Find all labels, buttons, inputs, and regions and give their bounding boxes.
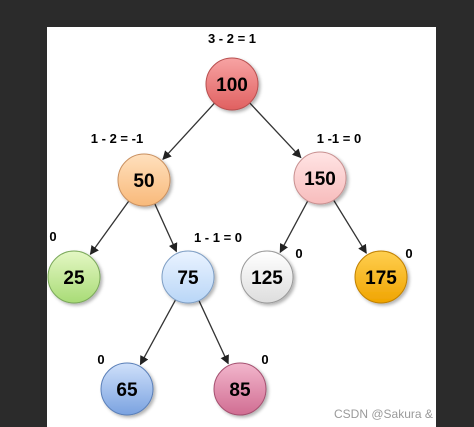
diagram-canvas: 100 50 150 25 75 125 175 65 85 3 - 2 = 1 1 - 2 = … bbox=[47, 27, 436, 427]
node-value: 100 bbox=[216, 75, 248, 96]
node-circle bbox=[47, 250, 101, 304]
node-circle bbox=[240, 250, 294, 304]
edge-n100-to-n50 bbox=[162, 102, 215, 161]
watermark-text: CSDN @Sakura & NANA bbox=[334, 407, 436, 421]
edge-n75-to-n65 bbox=[139, 299, 177, 366]
tree-node-100: 100 bbox=[205, 57, 259, 111]
node-value: 75 bbox=[177, 268, 199, 289]
node-value: 125 bbox=[251, 268, 283, 289]
node-circle bbox=[161, 250, 215, 304]
node-circle bbox=[117, 153, 171, 207]
tree-node-85: 85 bbox=[213, 362, 267, 416]
node-value: 25 bbox=[63, 268, 85, 289]
nodes-layer: 100 50 150 25 75 125 175 65 85 bbox=[47, 57, 408, 416]
balance-factor-label-100: 3 - 2 = 1 bbox=[208, 31, 256, 46]
edge-n150-to-n175 bbox=[333, 199, 367, 254]
edge-n100-to-n150 bbox=[249, 102, 302, 159]
tree-node-150: 150 bbox=[293, 151, 347, 205]
tree-node-175: 175 bbox=[354, 250, 408, 304]
balance-labels-layer: 3 - 2 = 1 1 - 2 = -1 1 -1 = 0 0 1 - 1 = 0 0 0 0… bbox=[48, 30, 414, 369]
tree-node-65: 65 bbox=[100, 362, 154, 416]
node-circle bbox=[354, 250, 408, 304]
balance-factor-label-85: 0 bbox=[261, 352, 268, 367]
tree-node-75: 75 bbox=[161, 250, 215, 304]
node-value: 50 bbox=[133, 171, 154, 192]
node-circle bbox=[205, 57, 259, 111]
balance-factor-label-150: 1 -1 = 0 bbox=[317, 131, 361, 146]
node-circle bbox=[213, 362, 267, 416]
edge-n50-to-n25 bbox=[89, 200, 130, 256]
balance-factor-label-25: 0 bbox=[49, 229, 56, 244]
edge-n150-to-n125 bbox=[279, 200, 309, 254]
balance-factor-label-50: 1 - 2 = -1 bbox=[91, 131, 143, 146]
balance-factor-label-75: 1 - 1 = 0 bbox=[194, 230, 242, 245]
balance-factor-label-65: 0 bbox=[97, 352, 104, 367]
edge-n75-to-n85 bbox=[198, 300, 229, 365]
avl-tree-diagram: 100 50 150 25 75 125 175 65 85 3 - 2 = 1 1 - 2 = … bbox=[47, 30, 436, 421]
node-circle bbox=[293, 151, 347, 205]
edge-n50-to-n75 bbox=[154, 203, 178, 253]
node-value: 150 bbox=[304, 169, 336, 190]
balance-factor-label-175: 0 bbox=[405, 246, 412, 261]
node-value: 65 bbox=[116, 380, 138, 401]
node-circle bbox=[100, 362, 154, 416]
balance-factor-label-125: 0 bbox=[295, 246, 302, 261]
tree-node-125: 125 bbox=[240, 250, 294, 304]
node-value: 175 bbox=[365, 268, 397, 289]
tree-node-50: 50 bbox=[117, 153, 171, 207]
tree-node-25: 25 bbox=[47, 250, 101, 304]
node-value: 85 bbox=[229, 380, 251, 401]
edges-layer bbox=[89, 102, 367, 366]
